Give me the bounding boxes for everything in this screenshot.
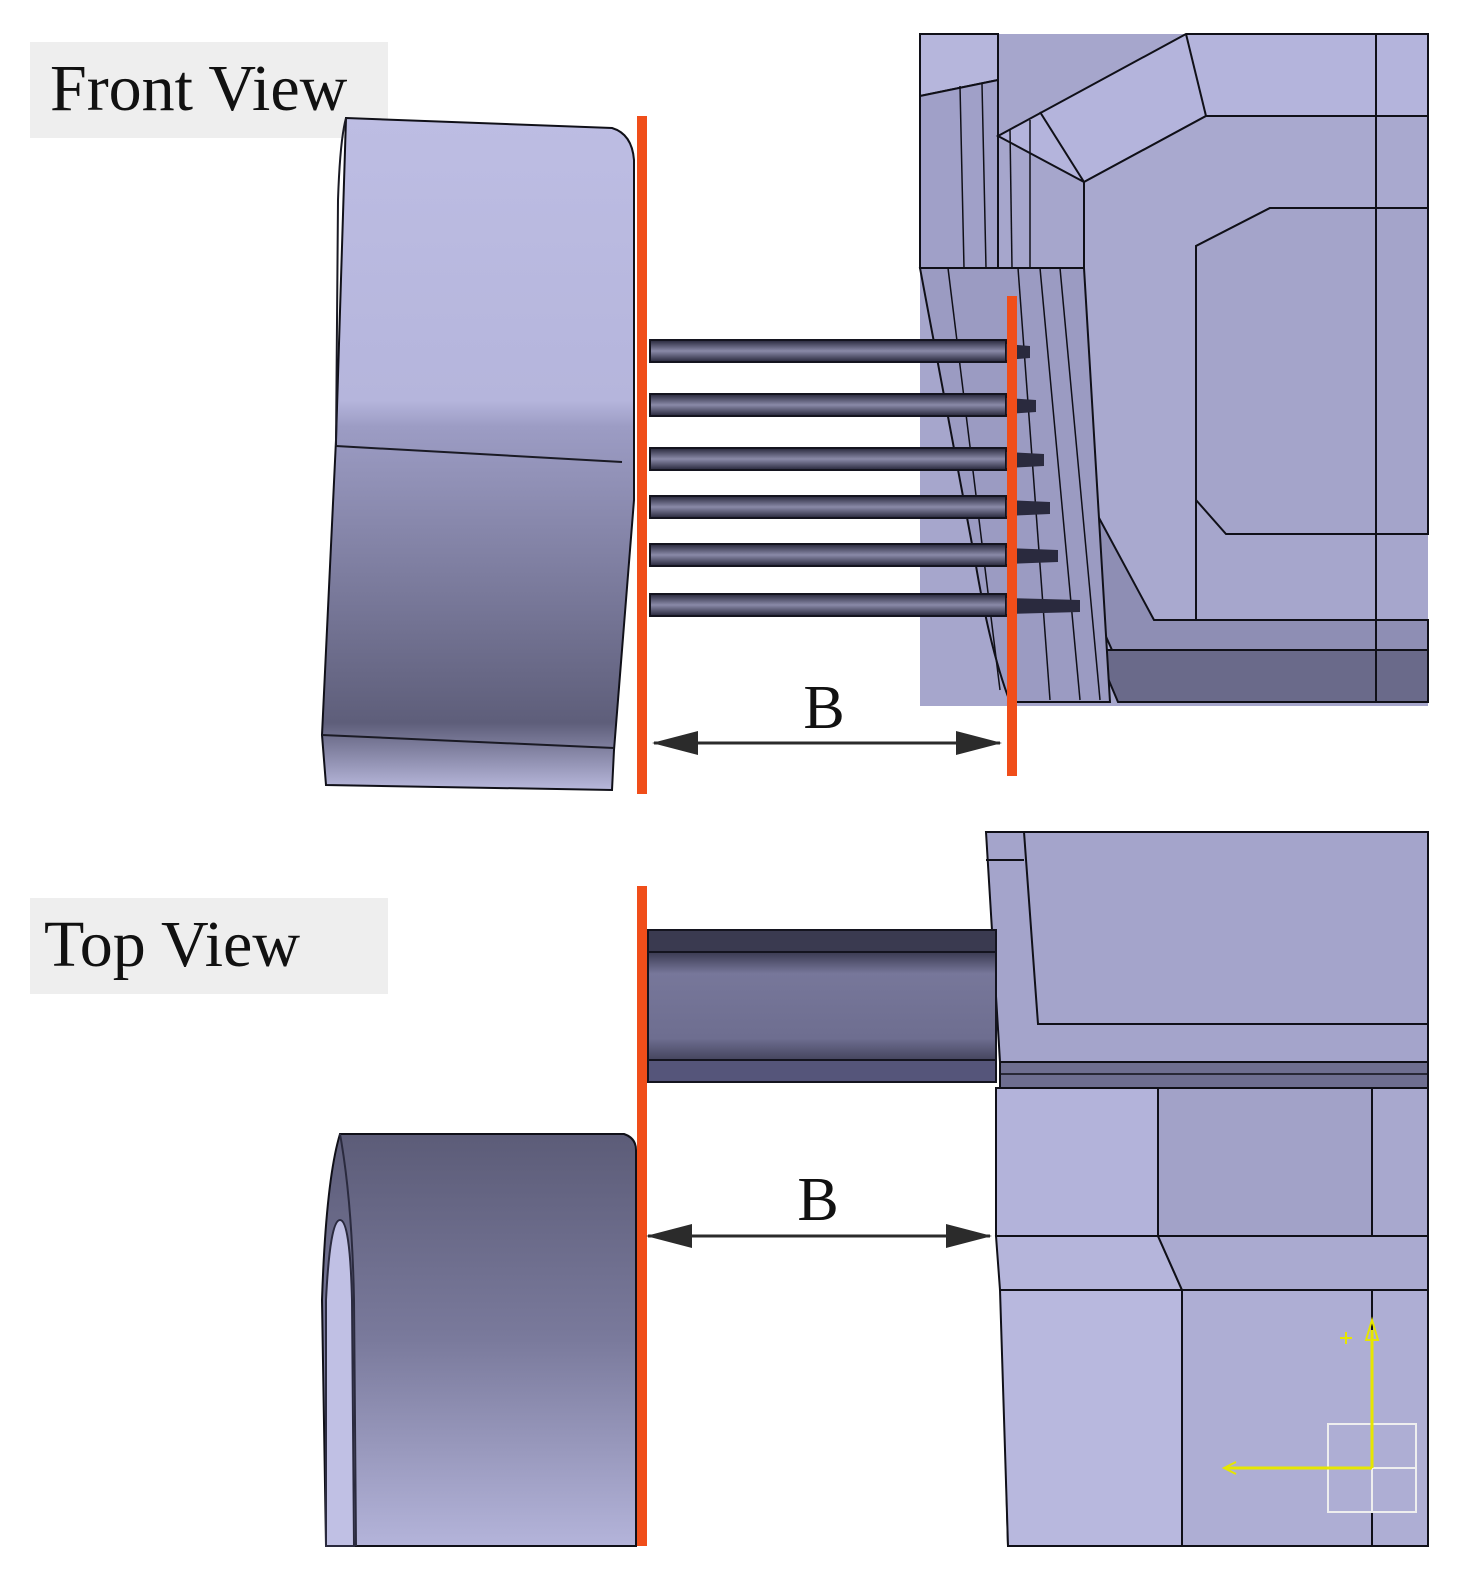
top-view-label-box <box>30 898 388 994</box>
axis-triad-icon <box>1221 1316 1417 1513</box>
top-wheel-hub <box>325 1218 356 1547</box>
front-wheel-seam <box>335 445 623 463</box>
front-rail <box>649 593 1007 617</box>
front-rail <box>649 339 1007 363</box>
front-dimension-label: B <box>803 674 844 742</box>
front-wheel-rim-line <box>321 734 615 749</box>
front-rail <box>649 393 1007 417</box>
front-left-marker-line <box>637 116 647 794</box>
top-beam <box>647 929 997 1083</box>
top-wheel-edge <box>339 1133 357 1547</box>
front-right-marker-line <box>1007 296 1017 776</box>
top-view: Top View <box>30 831 1429 1547</box>
front-view: Front View <box>30 33 1429 794</box>
top-dimension-label: B <box>797 1166 838 1234</box>
front-chassis <box>918 33 1429 706</box>
top-left-marker-line <box>637 886 647 1546</box>
front-view-label-box <box>30 42 388 138</box>
top-chassis <box>984 831 1429 1547</box>
top-view-label: Top View <box>44 908 300 981</box>
front-rail <box>649 447 1007 471</box>
front-rail <box>649 543 1007 567</box>
front-wheel-edge <box>335 117 347 447</box>
front-rail <box>649 495 1007 519</box>
top-wheel <box>320 1133 637 1547</box>
front-rails <box>649 339 1080 617</box>
front-view-label: Front View <box>50 52 348 125</box>
